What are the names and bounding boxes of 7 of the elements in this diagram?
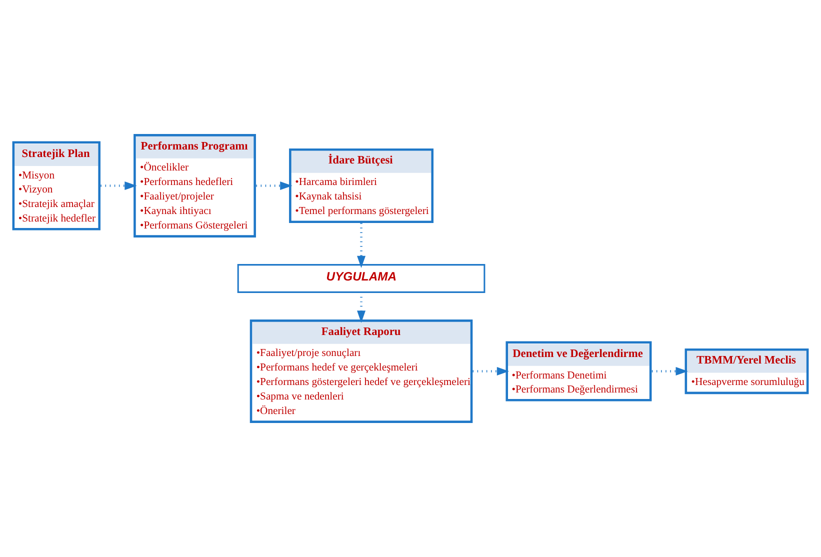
node-box: Denetim ve Değerlendirme •Performans Denetimi •Performans Değerlendirmesi [506, 341, 652, 402]
arrow [472, 366, 510, 376]
arrow [652, 366, 688, 376]
arrow [256, 181, 292, 190]
node-box: UYGULAMA [237, 264, 486, 293]
arrow [357, 223, 366, 268]
arrow [100, 181, 137, 190]
